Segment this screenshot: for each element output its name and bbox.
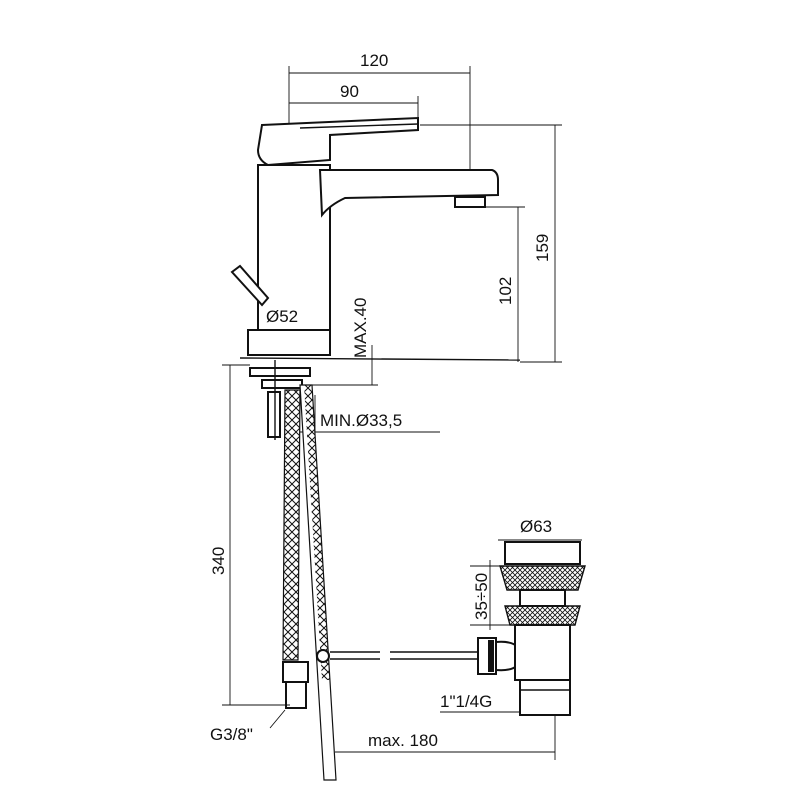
dimension-width [288, 66, 471, 180]
faucet-body [230, 116, 521, 361]
label-rod-length: max. 180 [368, 731, 438, 750]
label-base-diameter: Ø52 [266, 307, 298, 326]
label-drain-diameter: Ø63 [520, 517, 552, 536]
label-159: 159 [533, 234, 552, 262]
label-max-deck: MAX.40 [351, 298, 370, 358]
label-drain-thread: 1"1/4G [440, 692, 492, 711]
drain-waste [470, 539, 586, 716]
label-drain-range: 35÷50 [472, 573, 491, 620]
flexible-hoses [282, 384, 337, 781]
label-102: 102 [496, 277, 515, 305]
label-hose-thread: G3/8" [210, 725, 253, 744]
dimension-heights [420, 124, 562, 363]
shank [249, 360, 311, 440]
label-min-hole: MIN.Ø33,5 [320, 411, 402, 430]
popup-rod [330, 637, 524, 675]
label-340: 340 [209, 547, 228, 575]
label-90: 90 [340, 82, 359, 101]
label-120: 120 [360, 51, 388, 70]
